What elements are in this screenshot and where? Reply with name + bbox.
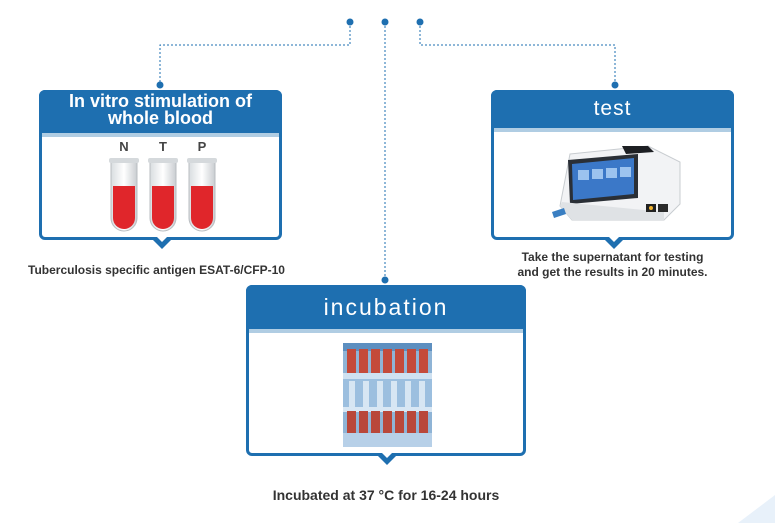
stimulation-caption: Tuberculosis specific antigen ESAT-6/CFP… xyxy=(28,263,285,277)
analyzer-device-icon xyxy=(552,145,681,221)
blood-tube-icon-t xyxy=(148,158,178,232)
connector-dot-right xyxy=(416,18,424,26)
incubation-card: incubation xyxy=(246,285,526,465)
connector-dot-left xyxy=(346,18,354,26)
test-card: test xyxy=(491,90,734,249)
incubation-title: incubation xyxy=(323,294,449,320)
blood-tubes-illustration: N T P xyxy=(109,139,217,232)
tube-label-n: N xyxy=(119,139,128,154)
connector-dot-incubation xyxy=(381,276,389,284)
stimulation-card: In vitro stimulation of whole blood N T … xyxy=(39,90,282,249)
incubation-pointer xyxy=(378,452,396,465)
stimulation-pointer xyxy=(153,236,171,249)
test-caption-line2: and get the results in 20 minutes. xyxy=(517,265,708,279)
connector-dot-center xyxy=(381,18,389,26)
stimulation-card-header: In vitro stimulation of whole blood xyxy=(39,90,282,137)
tube-label-p: P xyxy=(198,139,207,154)
stimulation-title-line1: In vitro stimulation of xyxy=(69,91,252,111)
blood-tube-icon-n xyxy=(109,158,139,232)
test-pointer xyxy=(605,236,623,249)
test-card-header: test xyxy=(491,90,734,132)
incubation-rack-photo xyxy=(343,343,432,447)
connector-dot-stimulation xyxy=(156,81,164,89)
tube-label-t: T xyxy=(159,139,167,154)
incubation-caption: Incubated at 37 °C for 16-24 hours xyxy=(272,487,500,503)
blood-tube-icon-p xyxy=(187,158,217,232)
stimulation-title-line2: whole blood xyxy=(108,108,213,128)
incubation-card-header: incubation xyxy=(246,285,526,333)
test-caption-line1: Take the supernatant for testing xyxy=(521,250,704,264)
connector-dot-test xyxy=(611,81,619,89)
test-title: test xyxy=(593,97,632,120)
test-caption: Take the supernatant for testing and get… xyxy=(491,250,734,280)
